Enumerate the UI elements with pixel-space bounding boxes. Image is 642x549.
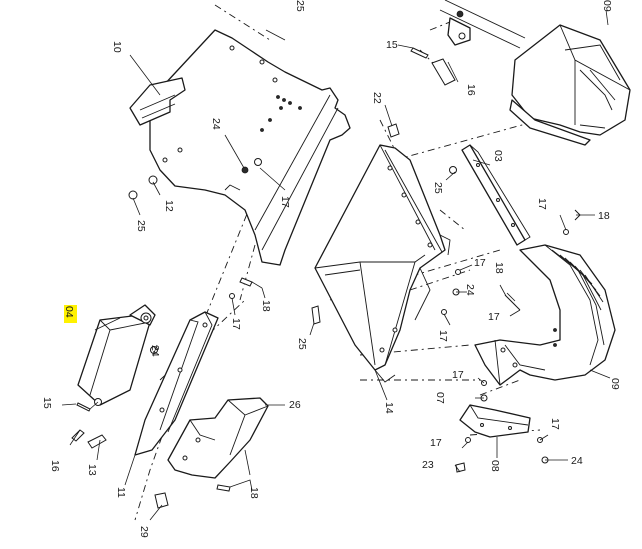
callout-22: 22 (371, 92, 383, 104)
callout-25: 25 (135, 220, 147, 232)
part-22-pin (387, 123, 400, 138)
callout-17: 17 (474, 257, 486, 269)
callout-labels: 25 10 15 16 09 22 24 12 17 25 03 25 17 1… (41, 0, 621, 538)
part-hopper-chute (314, 144, 451, 383)
callout-18: 18 (493, 262, 505, 274)
part-control-box (77, 304, 156, 406)
callout-24: 24 (149, 345, 161, 357)
part-round-guard (474, 244, 616, 386)
callout-11: 11 (115, 487, 127, 498)
callout-17: 17 (549, 418, 561, 430)
callout-09: 09 (609, 378, 621, 390)
callout-25: 25 (432, 182, 444, 194)
callout-08: 08 (489, 460, 501, 472)
callout-29: 29 (138, 526, 150, 538)
leader-lines (61, 9, 611, 521)
part-small-bracket (459, 404, 531, 438)
callout-18: 18 (260, 300, 272, 312)
callout-16: 16 (465, 84, 477, 96)
callout-16: 16 (49, 460, 61, 472)
callout-14: 14 (383, 402, 395, 414)
callout-17: 17 (430, 437, 442, 449)
callout-17: 17 (536, 198, 548, 210)
callout-26: 26 (289, 399, 301, 411)
callout-17: 17 (452, 369, 464, 381)
part-side-panel (129, 29, 351, 266)
callout-17: 17 (230, 318, 242, 330)
callout-18: 18 (598, 210, 610, 222)
callout-12: 12 (163, 200, 175, 212)
callout-04-highlight (64, 305, 77, 323)
part-vertical-rail (134, 311, 219, 456)
callout-24: 24 (464, 284, 476, 296)
callout-23: 23 (422, 459, 434, 471)
callout-13: 13 (86, 464, 98, 476)
callout-15: 15 (386, 39, 398, 51)
callout-07: 07 (434, 392, 446, 404)
callout-03: 03 (492, 150, 504, 162)
top-pins (410, 47, 456, 86)
callout-17: 17 (488, 311, 500, 323)
part-bracket-bar (461, 144, 531, 246)
part-pivot-head (439, 0, 631, 146)
callout-17: 17 (279, 196, 291, 208)
callout-17: 17 (437, 330, 449, 342)
callout-09: 09 (601, 0, 613, 12)
callout-10: 10 (111, 41, 123, 53)
callout-18: 18 (248, 487, 260, 499)
callout-04: 04 (63, 306, 75, 318)
part-lower-bracket (167, 397, 269, 479)
callout-24: 24 (210, 118, 222, 130)
callout-24: 24 (571, 455, 583, 467)
callout-25: 25 (296, 338, 308, 350)
callout-25: 25 (294, 0, 306, 12)
callout-15: 15 (41, 397, 53, 409)
